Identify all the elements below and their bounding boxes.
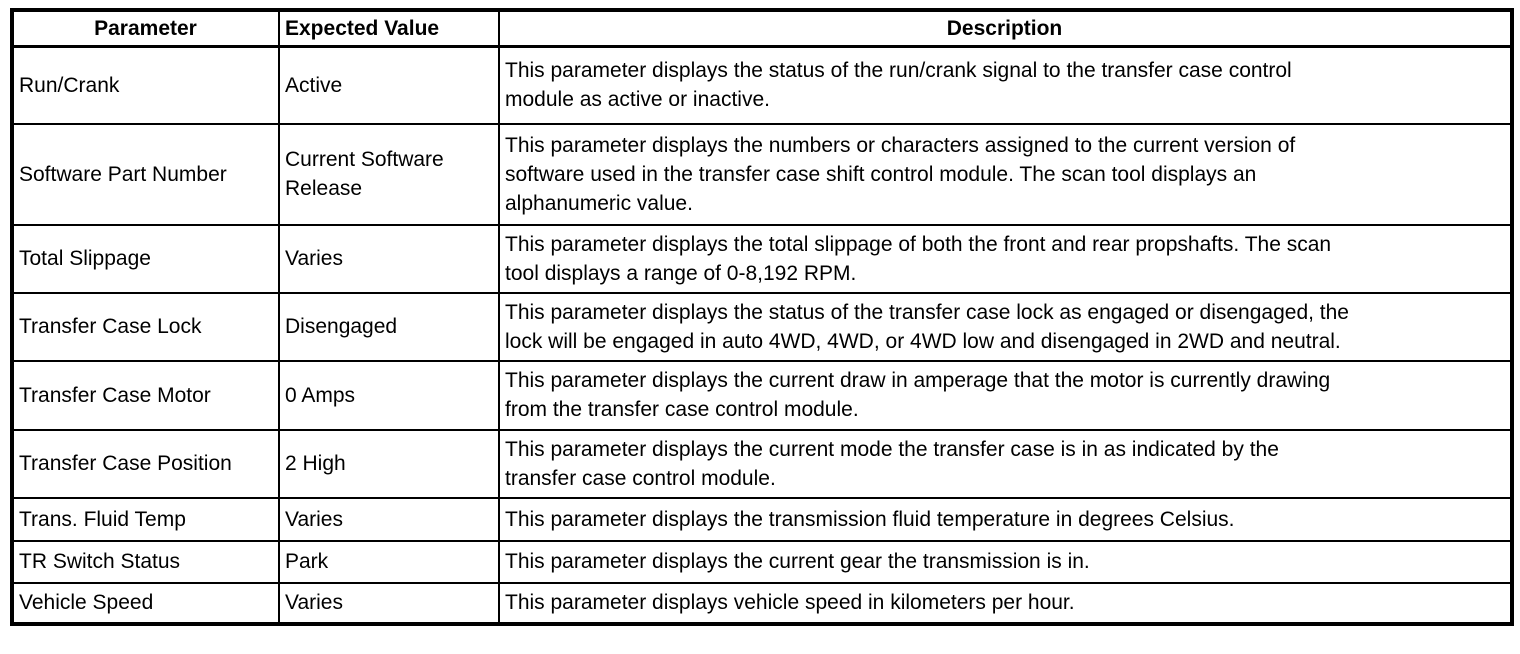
table-row: Vehicle Speed Varies This parameter disp…	[11, 581, 1513, 625]
description-cell: This parameter displays the status of th…	[498, 45, 1513, 125]
parameters-table: Parameter Expected Value Description Run…	[10, 8, 1514, 626]
description-cell: This parameter displays the current gear…	[498, 539, 1513, 584]
parameter-cell: Total Slippage	[11, 223, 280, 294]
expected-value-cell: 0 Amps	[278, 359, 500, 431]
table-row: Trans. Fluid Temp Varies This parameter …	[11, 496, 1513, 542]
description-cell: This parameter displays the total slippa…	[498, 223, 1513, 294]
description-cell: This parameter displays the current draw…	[498, 359, 1513, 431]
expected-value-cell: Current Software Release	[278, 122, 500, 226]
table-row: TR Switch Status Park This parameter dis…	[11, 539, 1513, 584]
table-row: Software Part Number Current Software Re…	[11, 122, 1513, 226]
parameter-cell: Trans. Fluid Temp	[11, 496, 280, 542]
column-header-parameter: Parameter	[11, 9, 280, 48]
description-cell: This parameter displays the status of th…	[498, 291, 1513, 362]
expected-value-cell: Varies	[278, 581, 500, 625]
expected-value-cell: Park	[278, 539, 500, 584]
expected-value-cell: Active	[278, 45, 500, 125]
parameter-cell: Software Part Number	[11, 122, 280, 226]
table-row: Run/Crank Active This parameter displays…	[11, 45, 1513, 125]
expected-value-cell: Varies	[278, 223, 500, 294]
parameter-cell: Transfer Case Position	[11, 428, 280, 499]
parameter-cell: Transfer Case Motor	[11, 359, 280, 431]
parameter-cell: Vehicle Speed	[11, 581, 280, 625]
column-header-expected-value: Expected Value	[278, 9, 500, 48]
description-cell: This parameter displays vehicle speed in…	[498, 581, 1513, 625]
description-cell: This parameter displays the transmission…	[498, 496, 1513, 542]
table-row: Transfer Case Motor 0 Amps This paramete…	[11, 359, 1513, 431]
column-header-description: Description	[498, 9, 1513, 48]
table-row: Transfer Case Lock Disengaged This param…	[11, 291, 1513, 362]
parameter-cell: Run/Crank	[11, 45, 280, 125]
description-cell: This parameter displays the current mode…	[498, 428, 1513, 499]
expected-value-cell: Varies	[278, 496, 500, 542]
expected-value-cell: Disengaged	[278, 291, 500, 362]
parameter-cell: TR Switch Status	[11, 539, 280, 584]
expected-value-cell: 2 High	[278, 428, 500, 499]
description-cell: This parameter displays the numbers or c…	[498, 122, 1513, 226]
parameter-cell: Transfer Case Lock	[11, 291, 280, 362]
table-header-row: Parameter Expected Value Description	[11, 9, 1513, 48]
table-row: Total Slippage Varies This parameter dis…	[11, 223, 1513, 294]
table-row: Transfer Case Position 2 High This param…	[11, 428, 1513, 499]
